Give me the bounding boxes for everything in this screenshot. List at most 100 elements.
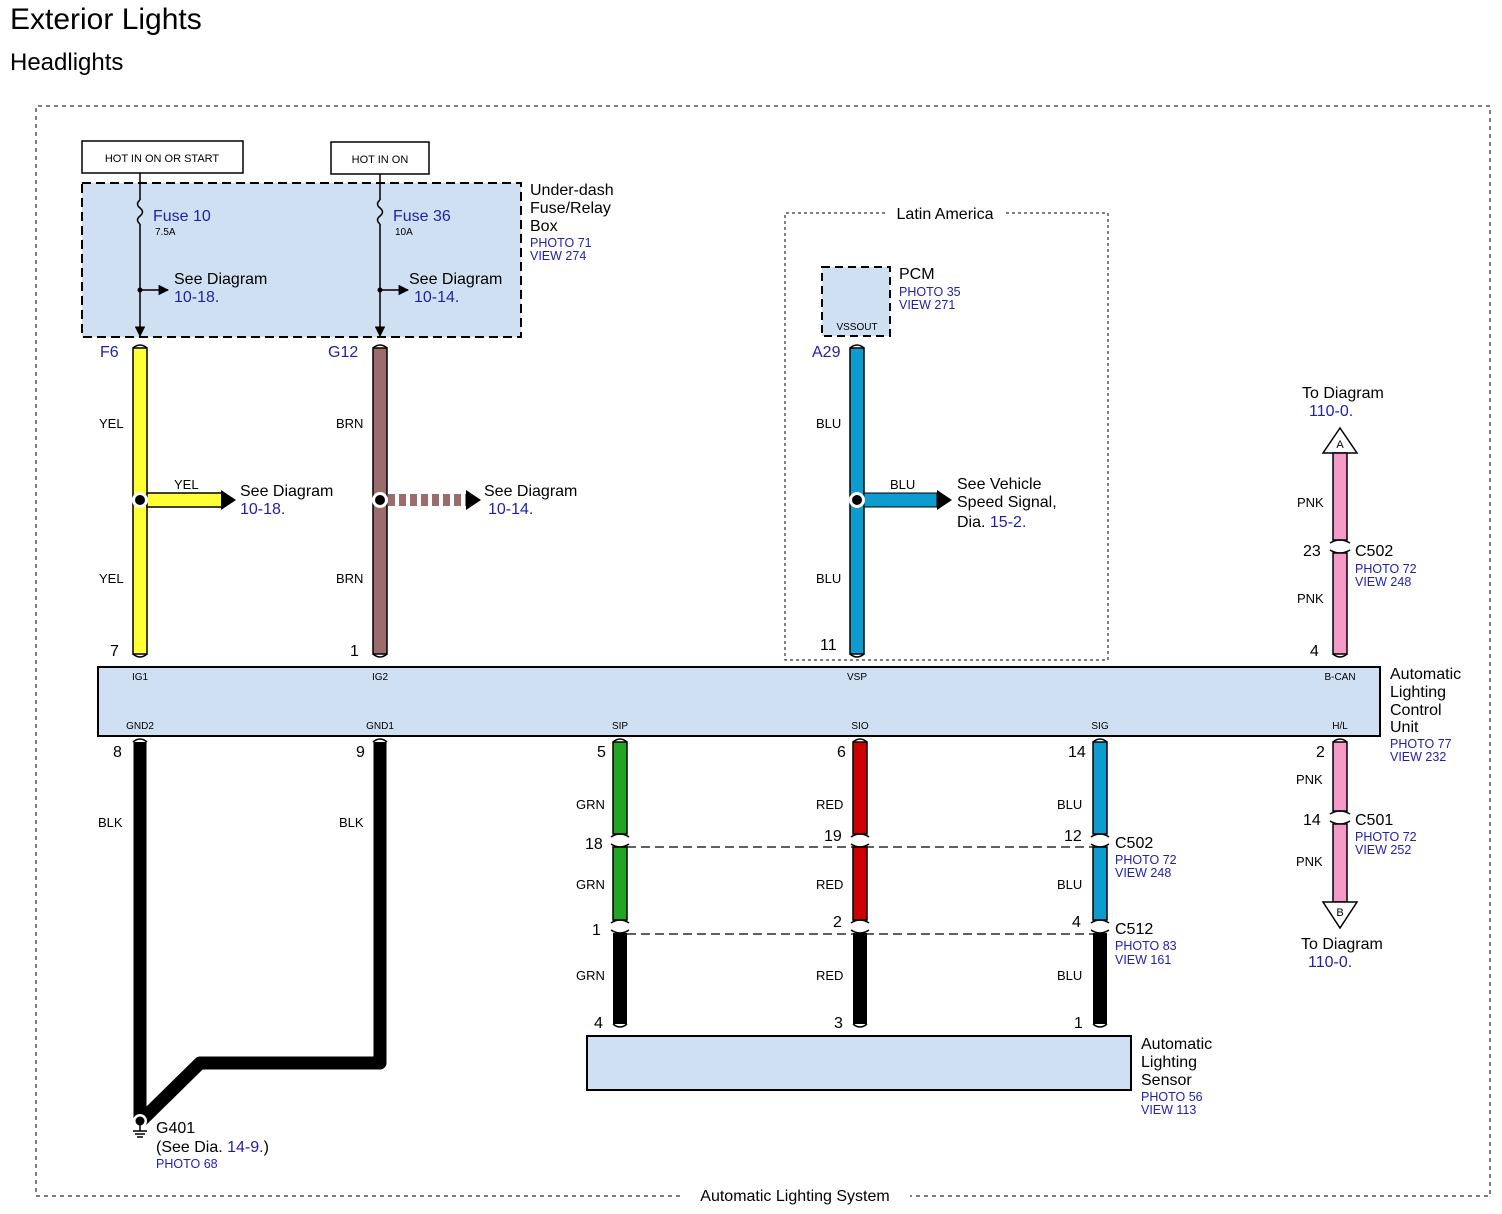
control-unit-name-1: Automatic bbox=[1390, 666, 1461, 683]
fuse-relay-box bbox=[81, 182, 522, 338]
page-subtitle: Headlights bbox=[10, 49, 124, 76]
wire-gnd2-color: BLK bbox=[98, 815, 123, 830]
branch-vsp-line3: Dia. 15-2. bbox=[957, 514, 1026, 531]
pin-sio-6: 6 bbox=[837, 744, 846, 761]
c512-photo: PHOTO 83 bbox=[1115, 939, 1177, 953]
wire-sio-color-3: RED bbox=[816, 968, 843, 983]
wire-sio bbox=[850, 738, 870, 1028]
fuse-10-see: See Diagram bbox=[174, 271, 267, 288]
terminal-sio: SIO bbox=[851, 721, 868, 732]
wire-hl-upper-color: PNK bbox=[1296, 772, 1323, 787]
pcm-view: VIEW 271 bbox=[899, 298, 955, 312]
ground-g401-photo: PHOTO 68 bbox=[156, 1157, 218, 1171]
c502-lower-name: C502 bbox=[1115, 835, 1153, 852]
pin-gnd1: 9 bbox=[356, 744, 365, 761]
fuse-36-circuit bbox=[374, 174, 410, 338]
wire-vsp-upper-color: BLU bbox=[816, 416, 841, 431]
terminal-hl: H/L bbox=[1332, 721, 1348, 732]
offpage-a-to: To Diagram bbox=[1302, 385, 1384, 402]
wire-bcan-lower-color: PNK bbox=[1297, 591, 1324, 606]
branch-1-ref: 10-18. bbox=[240, 501, 285, 518]
offpage-a-ref: 110-0. bbox=[1309, 403, 1353, 420]
wire-sip bbox=[610, 738, 630, 1028]
terminal-gnd2: GND2 bbox=[126, 721, 154, 732]
wire-ig1-yel bbox=[132, 344, 236, 658]
page-title: Exterior Lights bbox=[10, 3, 202, 36]
latin-america-label: Latin America bbox=[897, 206, 994, 223]
terminal-ig2: IG2 bbox=[372, 672, 389, 683]
offpage-b-ref: 110-0. bbox=[1308, 954, 1352, 971]
pin-a29: A29 bbox=[812, 344, 841, 361]
wire-sip-color-3: GRN bbox=[576, 968, 605, 983]
offpage-b-letter: B bbox=[1336, 907, 1343, 919]
fuse-10-ref: 10-18. bbox=[174, 289, 219, 306]
wire-ig1-upper-color: YEL bbox=[99, 416, 124, 431]
c502-lower-view: VIEW 248 bbox=[1115, 866, 1171, 880]
branch-vsp-wire-color: BLU bbox=[890, 477, 915, 492]
terminal-sip: SIP bbox=[612, 721, 628, 732]
fuse-36-see: See Diagram bbox=[409, 271, 502, 288]
pin-sig-4: 4 bbox=[1072, 914, 1081, 931]
fuse-box-name-3: Box bbox=[530, 218, 558, 235]
c501-view: VIEW 252 bbox=[1355, 843, 1411, 857]
control-unit-photo: PHOTO 77 bbox=[1390, 737, 1452, 751]
pin-c501-14: 14 bbox=[1303, 812, 1321, 829]
branch-vsp-line1: See Vehicle bbox=[957, 476, 1042, 493]
latin-america-box bbox=[784, 212, 1109, 661]
fuse-10-circuit bbox=[134, 173, 170, 338]
wire-ig1-lower-color: YEL bbox=[99, 571, 124, 586]
hot-run-start-label: HOT IN ON OR START bbox=[105, 153, 220, 165]
wire-sio-color-1: RED bbox=[816, 797, 843, 812]
fuse-box-name-1: Under-dash bbox=[530, 182, 614, 199]
fuse-10-rating: 7.5A bbox=[155, 227, 176, 238]
sensor-view: VIEW 113 bbox=[1141, 1103, 1196, 1117]
diagram-frame bbox=[35, 105, 1491, 1197]
terminal-gnd1: GND1 bbox=[366, 721, 394, 732]
pin-vsp: 11 bbox=[820, 637, 837, 654]
hot-run-start-box bbox=[81, 140, 244, 174]
pin-ig2: 1 bbox=[350, 643, 359, 660]
c501-name: C501 bbox=[1355, 812, 1393, 829]
ground-g401-see: (See Dia. 14-9.) bbox=[156, 1139, 269, 1156]
wire-sip-color-1: GRN bbox=[576, 797, 605, 812]
branch-1-see: See Diagram bbox=[240, 483, 333, 500]
wire-gnd1-color: BLK bbox=[339, 815, 364, 830]
fuse-10-name: Fuse 10 bbox=[153, 208, 211, 225]
wire-sig-color-1: BLU bbox=[1057, 797, 1082, 812]
wire-sig-color-3: BLU bbox=[1057, 968, 1082, 983]
control-unit-name-3: Control bbox=[1390, 702, 1442, 719]
wire-hl-pnk bbox=[1329, 738, 1351, 903]
branch-2-see: See Diagram bbox=[484, 483, 577, 500]
pin-g12: G12 bbox=[328, 344, 358, 361]
c512-view: VIEW 161 bbox=[1115, 953, 1171, 967]
offpage-b-triangle bbox=[1321, 901, 1359, 930]
control-unit-box bbox=[97, 666, 1381, 737]
diagram-title: Automatic Lighting System bbox=[700, 1188, 889, 1205]
wire-bcan-upper-color: PNK bbox=[1297, 495, 1324, 510]
hot-run-box bbox=[330, 141, 430, 175]
pcm-photo: PHOTO 35 bbox=[899, 285, 961, 299]
sensor-name-3: Sensor bbox=[1141, 1072, 1192, 1089]
ground-g401-name: G401 bbox=[156, 1120, 195, 1137]
terminal-bcan: B-CAN bbox=[1324, 672, 1355, 683]
hot-run-label: HOT IN ON bbox=[352, 154, 409, 166]
offpage-a-letter: A bbox=[1336, 439, 1344, 451]
wire-hl-lower-color: PNK bbox=[1296, 854, 1323, 869]
terminal-ig1: IG1 bbox=[132, 672, 149, 683]
fuse-36-name: Fuse 36 bbox=[393, 208, 451, 225]
control-unit-name-2: Lighting bbox=[1390, 684, 1446, 701]
pin-bcan: 4 bbox=[1310, 643, 1319, 660]
wire-sio-color-2: RED bbox=[816, 877, 843, 892]
sensor-name-2: Lighting bbox=[1141, 1054, 1197, 1071]
pin-sip-5: 5 bbox=[597, 744, 606, 761]
branch-2-ref: 10-14. bbox=[488, 501, 533, 518]
wire-gnd-blk bbox=[132, 738, 388, 1138]
wire-ig2-lower-color: BRN bbox=[336, 571, 363, 586]
pcm-terminal-vssout: VSSOUT bbox=[836, 322, 877, 333]
pin-sio-2: 2 bbox=[833, 914, 842, 931]
wire-vsp-blu bbox=[849, 344, 952, 658]
wire-bcan-pnk bbox=[1329, 452, 1351, 658]
pin-sig-14: 14 bbox=[1068, 744, 1086, 761]
c502-upper-photo: PHOTO 72 bbox=[1355, 562, 1417, 576]
